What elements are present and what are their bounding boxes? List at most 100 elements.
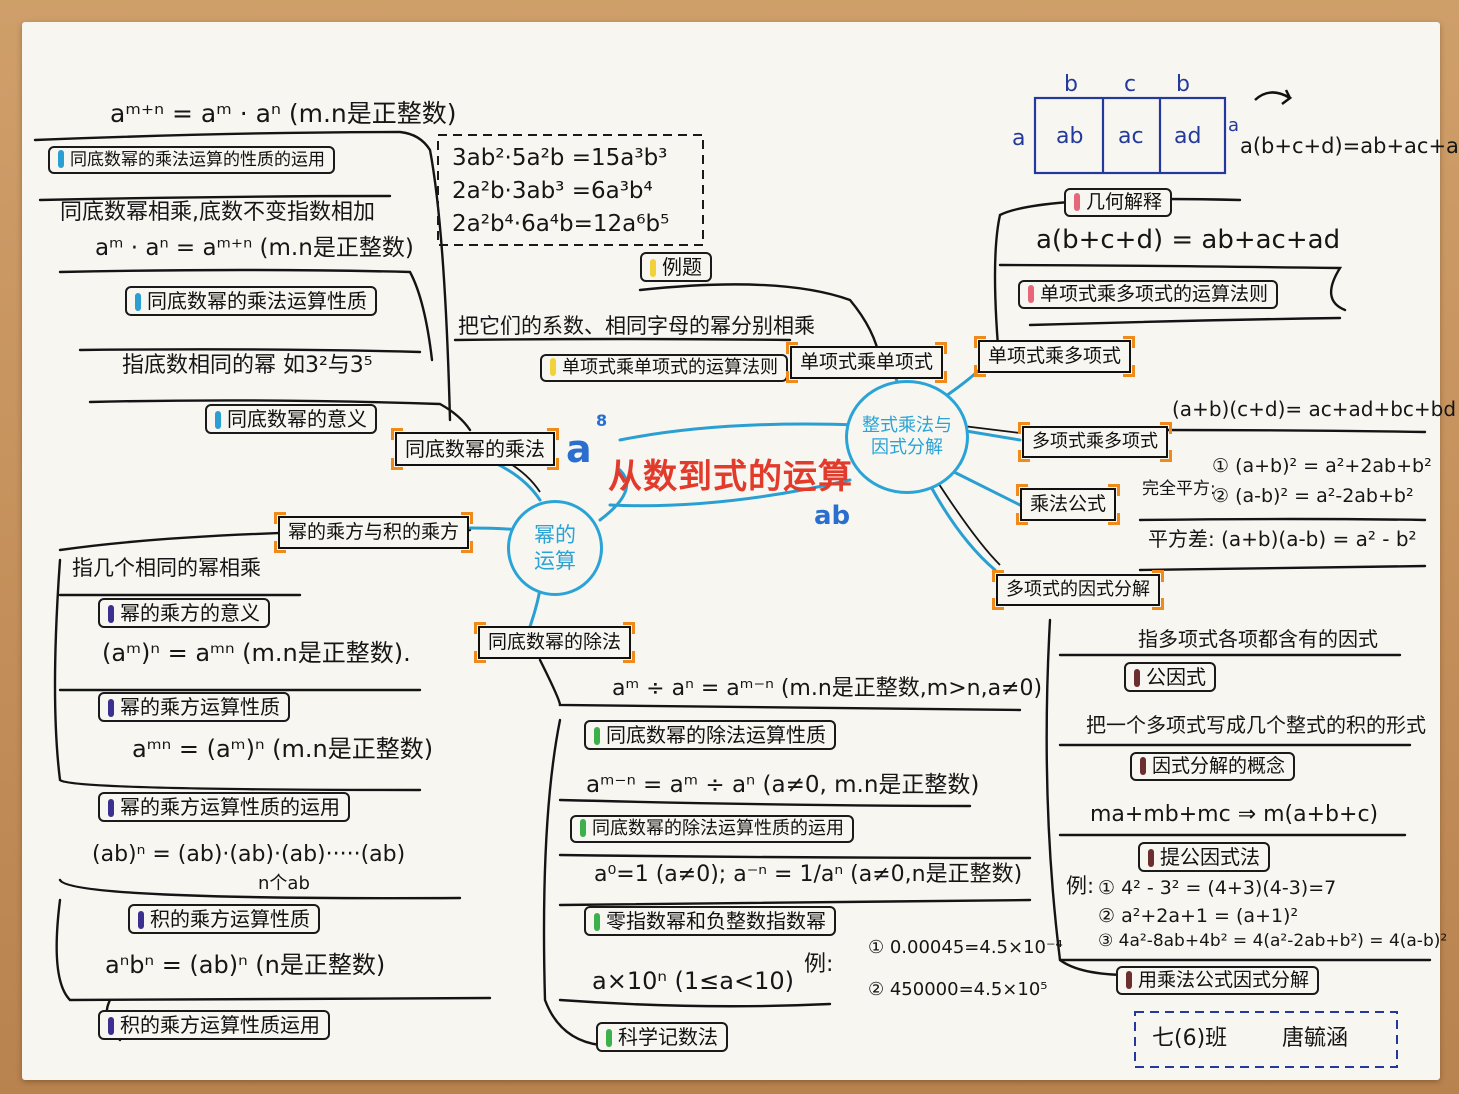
box-factorization: 多项式的因式分解: [992, 570, 1164, 610]
power-formula-3-note: n个ab: [258, 873, 310, 894]
label-example: 例题: [640, 252, 712, 282]
label-power-property-text: 幂的乘方运算性质: [120, 695, 280, 719]
geo-cell-ab: ab: [1056, 124, 1084, 149]
geo-side-left: a: [1012, 126, 1026, 151]
box-poly-poly: 多项式乘多项式: [1018, 422, 1172, 462]
label-dot: [58, 150, 64, 168]
label-mult-meaning: 同底数幂的意义: [205, 404, 377, 434]
box-mono-poly: 单项式乘多项式: [974, 336, 1136, 377]
poly-formula: (a+b)(c+d)= ac+ad+bc+bd: [1172, 397, 1457, 421]
factor-example-label: 例:: [1066, 874, 1095, 898]
factor-example-1: ① 4² - 3² = (4+3)(4-3)=7: [1098, 877, 1337, 899]
label-dot: [1140, 757, 1146, 775]
power-def-text: 指几个相同的幂相乘: [72, 556, 261, 580]
geo-top-b2: b: [1176, 72, 1190, 97]
label-common-factor: 公因式: [1124, 662, 1216, 692]
extract-formula: ma+mb+mc ⇒ m(a+b+c): [1090, 802, 1379, 827]
box-mult-formula-text: 乘法公式: [1030, 493, 1107, 515]
center-mark-a-exp: 8: [596, 411, 608, 430]
label-mono-rule-text: 单项式乘单项式的运算法则: [562, 357, 778, 378]
label-dot: [550, 358, 556, 376]
label-extract-factor-text: 提公因式法: [1160, 845, 1260, 869]
hub-integral-label: 整式乘法与因式分解: [862, 414, 952, 459]
label-sci-notation-text: 科学记数法: [618, 1025, 718, 1049]
label-dot: [1134, 669, 1140, 687]
label-dot: [108, 799, 114, 817]
label-dot: [580, 819, 586, 837]
div-example-1: ① 0.00045=4.5×10⁻⁴: [868, 937, 1063, 958]
label-zero-neg: 零指数幂和负整数指数幂: [584, 906, 836, 936]
label-factor-concept-text: 因式分解的概念: [1152, 755, 1286, 777]
example-line-1: 3ab²·5a²b =15a³b³: [452, 145, 668, 171]
hub-power: 幂的运算: [507, 500, 603, 596]
box-same-base-div-text: 同底数幂的除法: [488, 631, 622, 653]
mult-meaning-text: 指底数相同的幂 如3²与3⁵: [122, 353, 373, 378]
label-dot: [108, 1017, 114, 1035]
label-power-use: 幂的乘方运算性质的运用: [98, 792, 350, 822]
mono-rule-text: 把它们的系数、相同字母的幂分别相乘: [458, 314, 815, 338]
label-dot: [138, 911, 144, 929]
center-title: 从数到式的运算: [608, 457, 853, 497]
signature-class: 七(6)班: [1152, 1026, 1228, 1051]
label-dot: [108, 699, 114, 717]
label-dot: [1126, 971, 1132, 989]
box-same-base-mult: 同底数幂的乘法: [391, 428, 559, 470]
label-div-property-text: 同底数幂的除法运算性质: [606, 723, 826, 747]
mult-rule-formula: aᵐ · aⁿ = aᵐ⁺ⁿ (m.n是正整数): [95, 235, 414, 261]
label-mult-meaning-text: 同底数幂的意义: [227, 407, 367, 431]
perfect-square-2: ② (a-b)² = a²-2ab+b²: [1212, 485, 1414, 507]
box-factorization-text: 多项式的因式分解: [1006, 579, 1150, 600]
factor-example-3: ③ 4a²-8ab+4b² = 4(a²-2ab+b²) = 4(a-b)²: [1098, 931, 1448, 951]
label-formula-factor-text: 用乘法公式因式分解: [1138, 969, 1310, 991]
label-power-use-text: 幂的乘方运算性质的运用: [120, 795, 340, 819]
signature-name: 唐毓涵: [1282, 1026, 1349, 1051]
div-formula-1: aᵐ ÷ aⁿ = aᵐ⁻ⁿ (m.n是正整数,m>n,a≠0): [612, 676, 1043, 701]
div-formula-2: aᵐ⁻ⁿ = aᵐ ÷ aⁿ (a≠0, m.n是正整数): [586, 772, 980, 798]
box-mult-formula: 乘法公式: [1016, 484, 1121, 525]
geo-side-right: a: [1228, 115, 1240, 136]
label-mono-poly-rule-text: 单项式乘多项式的运算法则: [1040, 283, 1269, 305]
div-formula-4: a×10ⁿ (1≤a<10): [592, 967, 795, 995]
geo-cell-ad: ad: [1174, 124, 1202, 149]
label-product-property-text: 积的乘方运算性质: [150, 907, 310, 931]
label-dot: [594, 913, 600, 931]
div-example-label: 例:: [804, 952, 834, 977]
label-zero-neg-text: 零指数幂和负整数指数幂: [606, 909, 826, 933]
factor-concept-text: 把一个多项式写成几个整式的积的形式: [1086, 713, 1426, 737]
center-mark-ab: ab: [814, 501, 851, 531]
label-dot: [215, 411, 221, 429]
label-formula-factor: 用乘法公式因式分解: [1116, 966, 1320, 995]
center-mark-a: a: [566, 427, 592, 471]
label-product-property: 积的乘方运算性质: [128, 904, 320, 934]
square-difference: 平方差: (a+b)(a-b) = a² - b²: [1148, 527, 1417, 551]
label-dot: [108, 605, 114, 623]
label-factor-concept: 因式分解的概念: [1130, 752, 1296, 781]
label-mult-property-text: 同底数幂的乘法运算性质: [147, 289, 367, 313]
label-mult-use-text: 同底数幂的乘法运算的性质的运用: [70, 150, 325, 170]
factor-example-2: ② a²+2a+1 = (a+1)²: [1098, 905, 1299, 927]
label-product-use-text: 积的乘方运算性质运用: [120, 1013, 320, 1037]
label-mult-use: 同底数幂的乘法运算的性质的运用: [48, 146, 335, 174]
label-dot: [606, 1029, 612, 1047]
geo-caption: a(b+c+d)=ab+ac+ad: [1240, 134, 1459, 158]
div-formula-3: a⁰=1 (a≠0); a⁻ⁿ = 1/aⁿ (a≠0,n是正整数): [594, 862, 1023, 887]
label-dot: [594, 727, 600, 745]
example-line-2: 2a²b·3ab³ =6a³b⁴: [452, 178, 653, 204]
geo-top-c: c: [1124, 72, 1137, 97]
label-div-use: 同底数幂的除法运算性质的运用: [570, 815, 854, 843]
label-geo: 几何解释: [1064, 188, 1173, 217]
mult-rule-text: 同底数幂相乘,底数不变指数相加: [60, 200, 375, 225]
label-extract-factor: 提公因式法: [1138, 842, 1270, 872]
label-dot: [1148, 849, 1154, 867]
label-mono-poly-rule: 单项式乘多项式的运算法则: [1018, 280, 1279, 309]
power-formula-3: (ab)ⁿ = (ab)·(ab)·(ab)·····(ab): [92, 842, 406, 867]
label-power-property: 幂的乘方运算性质: [98, 692, 290, 722]
box-same-base-div: 同底数幂的除法: [474, 622, 636, 663]
label-mult-property: 同底数幂的乘法运算性质: [125, 286, 377, 316]
perfect-square-1: ① (a+b)² = a²+2ab+b²: [1212, 455, 1432, 477]
label-common-factor-text: 公因式: [1146, 665, 1206, 689]
label-dot: [135, 293, 141, 311]
box-same-base-mult-text: 同底数幂的乘法: [405, 437, 545, 461]
